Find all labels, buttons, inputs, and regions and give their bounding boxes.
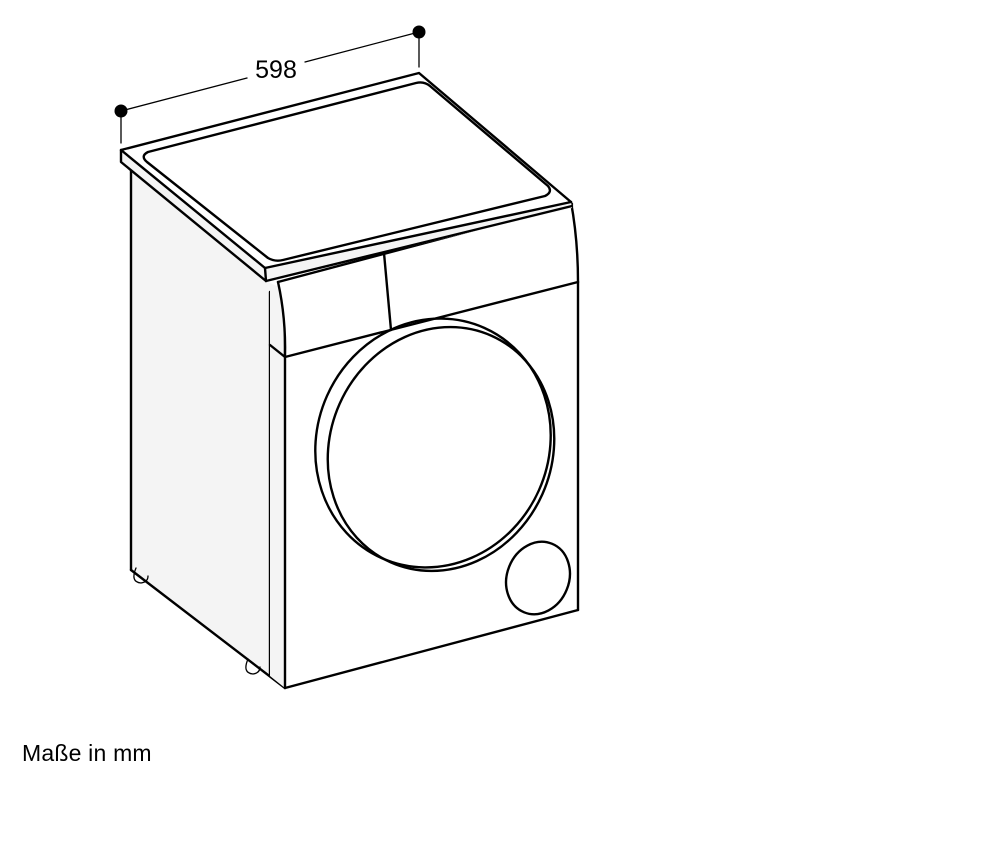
top-cover	[119, 71, 574, 283]
dimension-line-left-segment	[120, 77, 248, 112]
filter-cover	[504, 540, 572, 616]
detergent-drawer-divider	[382, 251, 393, 332]
front-panel	[268, 280, 580, 690]
dimension-endpoint-right	[412, 25, 426, 39]
width-dimension-label: 598	[255, 56, 297, 84]
door	[314, 317, 556, 573]
foot-left	[133, 567, 149, 584]
side-panel	[129, 163, 287, 690]
top-recess	[142, 81, 552, 262]
dimension-line-right-segment	[304, 31, 420, 63]
foot-right	[245, 658, 261, 675]
door-inner-ring	[326, 325, 556, 573]
units-caption: Maße in mm	[22, 740, 152, 766]
width-dimension: 598	[114, 25, 426, 144]
dimension-endpoint-left	[114, 104, 128, 118]
